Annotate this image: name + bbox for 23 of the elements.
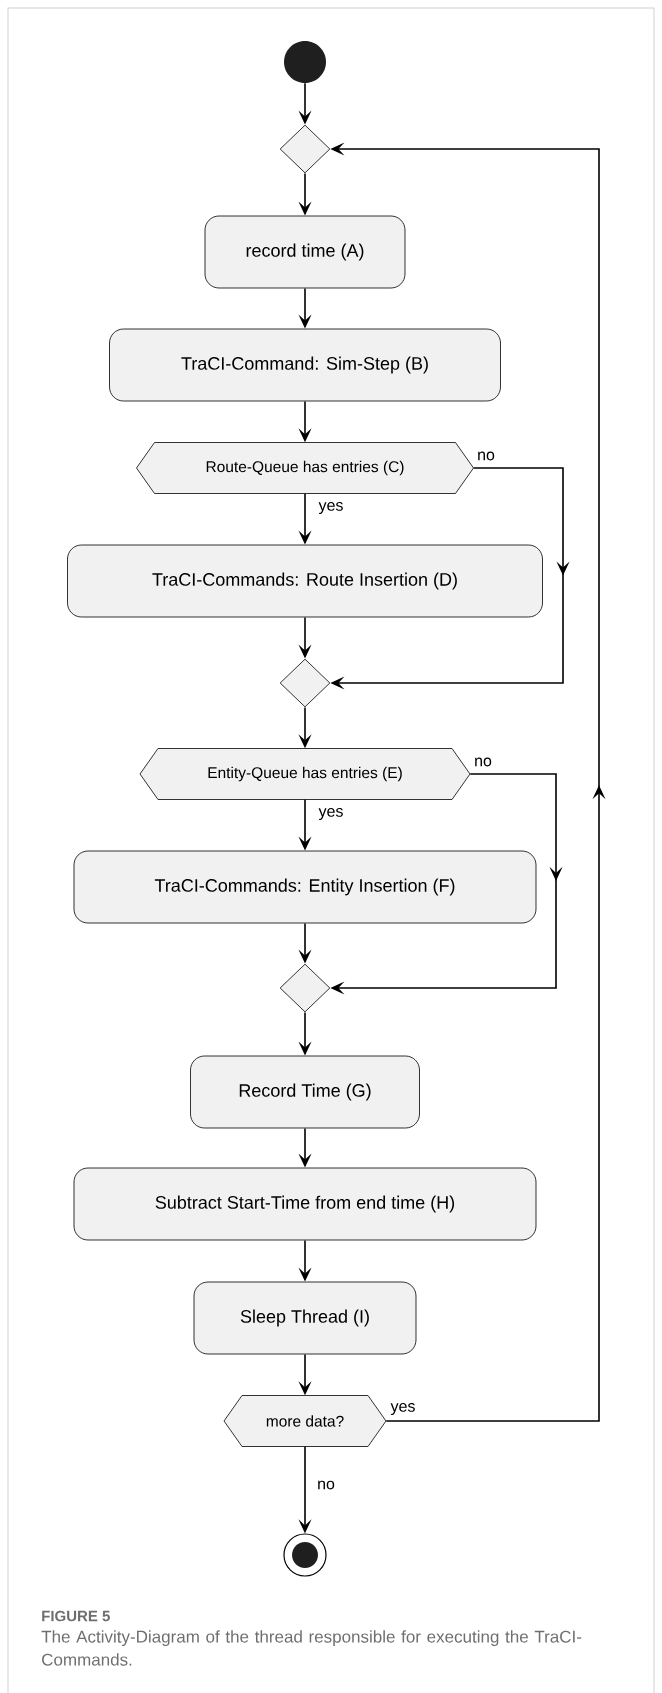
activity-box: TraCI-Command: Sim-Step (B) xyxy=(109,328,501,402)
merge-diamond xyxy=(279,658,331,708)
activity-box: TraCI-Commands: Route Insertion (D) xyxy=(67,544,543,618)
figure-label: FIGURE 5 xyxy=(42,1610,110,1622)
edge-label: yes xyxy=(317,501,345,515)
activity-box: Sleep Thread (I) xyxy=(193,1281,417,1355)
edge-label: no xyxy=(316,1479,336,1491)
edge-label: no xyxy=(476,450,496,462)
merge-diamond xyxy=(279,963,331,1013)
edge-label: no xyxy=(473,756,493,768)
decision-hexagon: Route-Queue has entries (C) xyxy=(136,442,474,494)
end-node xyxy=(283,1533,327,1577)
decision-hexagon: Entity-Queue has entries (E) xyxy=(139,748,471,800)
merge-diamond xyxy=(279,124,331,174)
activity-box: Subtract Start-Time from end time (H) xyxy=(73,1167,537,1241)
start-node xyxy=(284,41,326,83)
activity-box: record time (A) xyxy=(204,215,406,289)
edge-label: yes xyxy=(317,807,345,821)
edge-label: yes xyxy=(389,1402,417,1416)
activity-box: TraCI-Commands: Entity Insertion (F) xyxy=(73,850,537,924)
activity-box: Record Time (G) xyxy=(190,1055,420,1129)
decision-hexagon: more data? xyxy=(223,1395,387,1447)
caption: The Activity-Diagram of the thread responsible for executing the TraCI-Commands. xyxy=(41,1630,582,1666)
